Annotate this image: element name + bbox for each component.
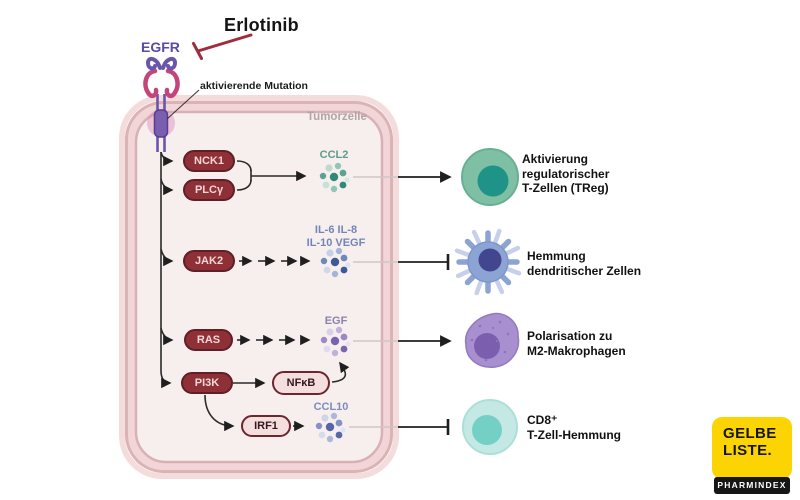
dendritic-cell-icon xyxy=(454,228,522,296)
treg-cell-icon xyxy=(461,148,519,206)
signal-trunk xyxy=(160,151,174,389)
tumor-cell-label: Tumorzelle xyxy=(307,111,367,123)
outcome-connectors xyxy=(349,171,452,435)
outcome-dendritic-label: Hemmung dendritischer Zellen xyxy=(527,249,642,278)
egf-label: EGF xyxy=(324,315,348,327)
receptor-label: EGFR xyxy=(141,39,180,55)
node-pi3k: PI3K xyxy=(181,372,233,394)
egf-dot-cluster xyxy=(320,326,351,357)
outcome-cd8-label: CD8⁺ T-Zell-Hemmung xyxy=(527,413,622,442)
cd8-cell-icon xyxy=(462,399,518,455)
cytokine-dot-cluster xyxy=(320,247,351,278)
cytokines-label: IL-6 IL-8 IL-10 VEGF xyxy=(299,224,373,250)
node-jak2: JAK2 xyxy=(183,250,235,272)
mutation-pointer-line xyxy=(166,89,200,120)
outcome-treg-label: Aktivierung regulatorischer T-Zellen (TR… xyxy=(522,152,610,195)
cytokines-label-line2: IL-10 VEGF xyxy=(306,237,366,249)
logo-subtitle-bar: PHARMINDEX xyxy=(714,477,790,494)
logo-line1: GELBE xyxy=(723,425,777,442)
mutation-label: aktivierende Mutation xyxy=(200,80,308,92)
logo-line2: LISTE. xyxy=(723,442,773,459)
drug-title: Erlotinib xyxy=(224,15,299,35)
logo-yellow-box: GELBE LISTE. xyxy=(712,417,792,479)
ccl2-label: CCL2 xyxy=(319,149,349,161)
node-nck1: NCK1 xyxy=(183,150,235,172)
ccl2-dot-cluster xyxy=(319,162,350,193)
node-nfkb: NFκB xyxy=(272,371,330,395)
node-plcy: PLCγ xyxy=(183,179,235,201)
pi3k-branch-paths xyxy=(204,361,350,432)
gelbe-liste-logo: GELBE LISTE. PHARMINDEX xyxy=(712,417,794,495)
outcome-macrophage-label: Polarisation zu M2-Makrophagen xyxy=(527,329,626,358)
macrophage-cell-icon xyxy=(464,312,520,368)
ccl10-dot-cluster xyxy=(315,412,346,443)
egfr-receptor-icon xyxy=(143,56,180,152)
nck1-plcy-merge-path xyxy=(236,160,307,191)
erlotinib-inhibition-line xyxy=(192,33,253,60)
node-irf1: IRF1 xyxy=(241,415,291,437)
activating-mutation-site xyxy=(153,109,169,138)
ccl10-label: CCL10 xyxy=(313,401,349,413)
node-ras: RAS xyxy=(184,329,233,351)
cytokines-label-line1: IL-6 IL-8 xyxy=(314,224,358,236)
